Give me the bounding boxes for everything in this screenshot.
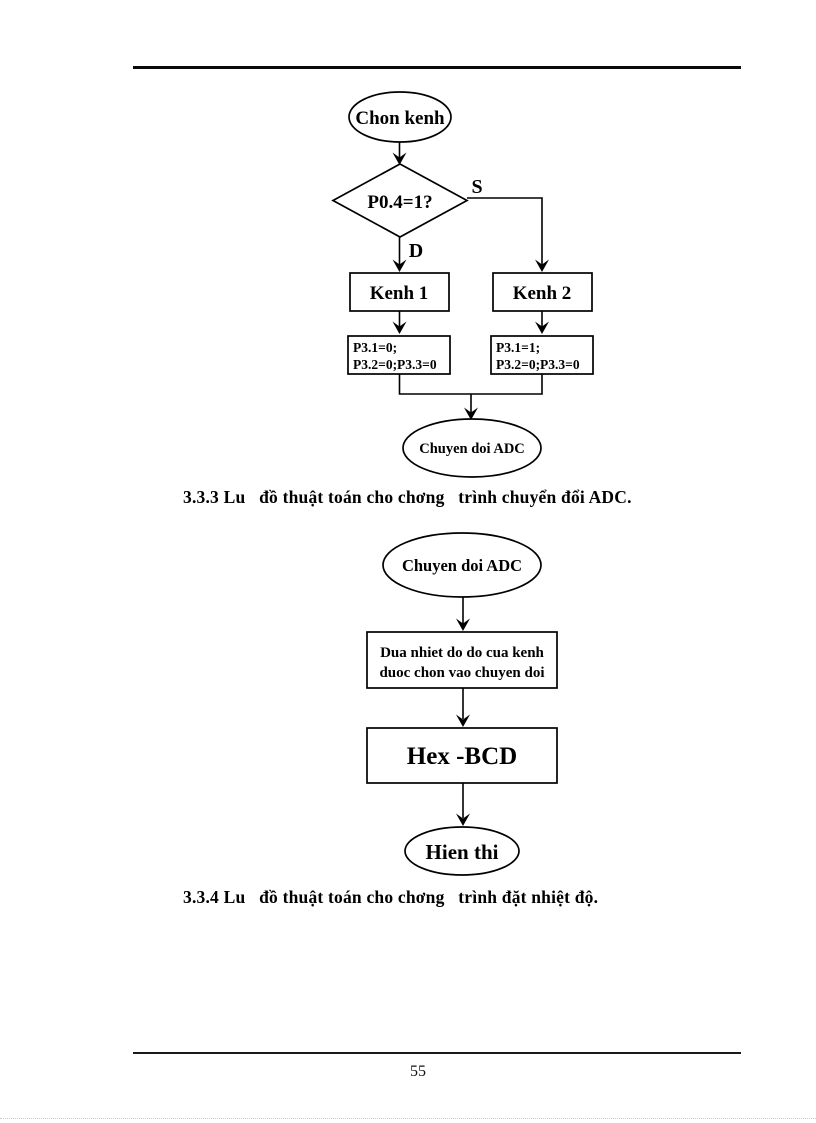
- end-ellipse: [404, 826, 520, 876]
- figure-caption-3-3-4: 3.3.4 Lu đồ thuật toán cho chơng trình đ…: [183, 887, 599, 907]
- arrowhead: [464, 407, 478, 420]
- kenh1-label: Kenh 1: [370, 283, 429, 304]
- process1-line1: Dua nhiet do do cua kenh: [380, 645, 544, 661]
- process2-box: [366, 727, 558, 784]
- start-ellipse: [382, 532, 542, 598]
- start-label: Chon kenh: [355, 108, 445, 129]
- figure-caption-3-3-3: 3.3.3 Lu đồ thuật toán cho chơng trình c…: [183, 487, 632, 507]
- merge-connector: [398, 374, 543, 395]
- kenh2-label: Kenh 2: [513, 283, 572, 304]
- p3-right-line2: P3.2=0;P3.3=0: [496, 357, 580, 372]
- header-rule: [133, 66, 741, 69]
- end-ellipse: [402, 418, 542, 478]
- end-label: Chuyen doi ADC: [419, 441, 525, 457]
- footer-rule: [133, 1052, 741, 1054]
- process2-label: Hex -BCD: [407, 743, 517, 770]
- end-label: Hien thi: [426, 840, 499, 864]
- page-boundary-dotted-line: [0, 1118, 816, 1119]
- arrowhead: [392, 152, 407, 165]
- page-number: 55: [410, 1063, 426, 1080]
- process1-box: [366, 631, 558, 689]
- decision-label: P0.4=1?: [367, 192, 432, 213]
- flowchart-adc-conversion: Chuyen doi ADC Dua nhiet do do cua kenh …: [366, 532, 558, 876]
- edge-decision-kenh2: [467, 197, 543, 265]
- process1-line2: duoc chon vao chuyen doi: [379, 665, 544, 681]
- arrowhead: [456, 714, 470, 727]
- kenh2-box: [492, 272, 593, 312]
- p3-right-line1: P3.1=1;: [496, 340, 540, 355]
- flowchart-channel-selection: Chon kenh P0.4=1? S D Kenh 1 Kenh 2: [331, 91, 594, 478]
- arrowhead: [456, 618, 470, 631]
- p3-left-line2: P3.2=0;P3.3=0: [353, 357, 437, 372]
- arrowhead: [535, 259, 549, 272]
- kenh1-box: [349, 272, 450, 312]
- p3-left-box: [347, 335, 451, 375]
- branch-d-label: D: [409, 240, 423, 262]
- p3-left-line1: P3.1=0;: [353, 340, 397, 355]
- branch-s-label: S: [471, 176, 482, 198]
- arrowhead: [456, 813, 470, 826]
- arrowhead: [392, 259, 407, 272]
- arrowhead: [535, 321, 549, 334]
- p3-right-box: [490, 335, 594, 375]
- start-label: Chuyen doi ADC: [402, 556, 522, 575]
- arrowhead: [392, 321, 407, 334]
